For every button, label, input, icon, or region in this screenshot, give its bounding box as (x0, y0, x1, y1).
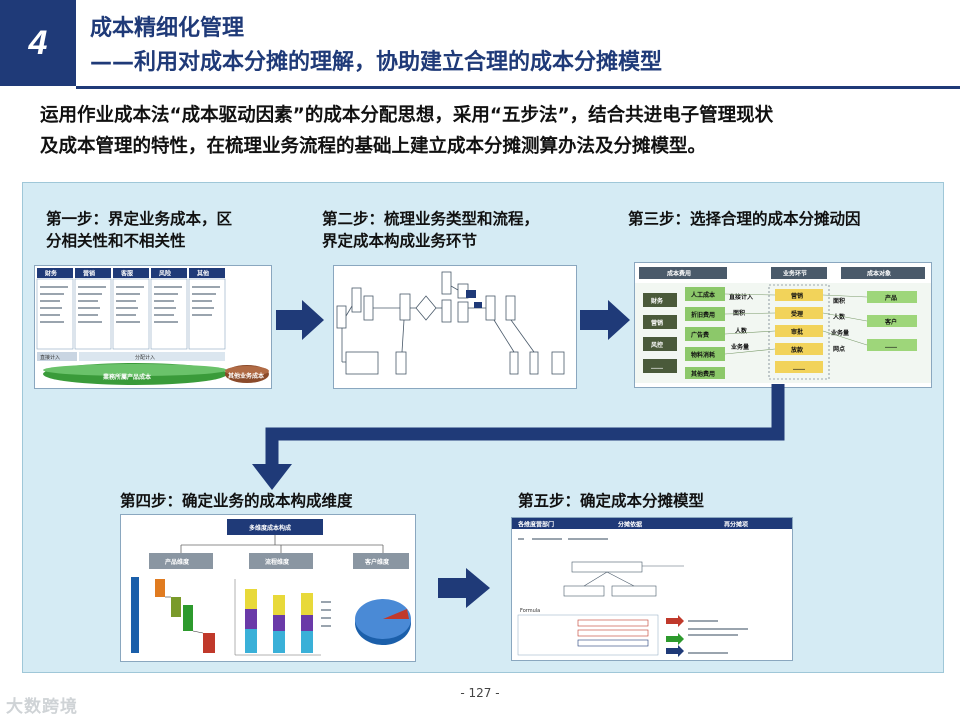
step-3-title: 第三步：选择合理的成本分摊动因 (628, 210, 861, 228)
left-item-1: 财务 (650, 297, 664, 305)
label-direct: 直接计入 (40, 354, 60, 361)
driver-4: 业务量 (731, 343, 749, 351)
object-2: 客户 (884, 318, 897, 326)
arrow-step3-to-step4 (252, 384, 785, 490)
step-2-diagram (333, 265, 577, 389)
label-other: 其他业务成本 (228, 372, 265, 380)
slide-subtitle: ——利用对成本分摊的理解，协助建立合理的成本分摊模型 (90, 50, 663, 75)
object-3: …… (885, 343, 897, 350)
step-5-title: 第五步：确定成本分摊模型 (518, 492, 705, 510)
intro-line-2: 及成本管理的特性，在梳理业务流程的基础上建立成本分摊测算办法及分摊模型。 (40, 136, 707, 157)
col-object: 成本对象 (867, 270, 891, 278)
arrow-step1-to-step2 (276, 300, 324, 340)
step-1-title-line-1: 第一步：界定业务成本，区 (46, 210, 233, 228)
col-finance: 财务 (44, 270, 58, 278)
t5-col3: 再分摊项 (724, 521, 748, 529)
link-4: 放款 (790, 346, 804, 354)
col-risk: 风险 (159, 270, 172, 278)
dim-customer: 客户维度 (364, 558, 390, 566)
col-service: 客服 (120, 270, 134, 278)
mid-item-5: 其他费用 (691, 370, 715, 378)
label-alloc: 分配计入 (135, 354, 155, 361)
link-5: …… (793, 365, 805, 372)
section-number-badge: 4 (0, 0, 76, 86)
left-item-4: …… (651, 364, 663, 371)
step-1-columns: 财务 营销 客服 风险 其他 (36, 268, 226, 350)
t5-col1: 各维度营部门 (517, 521, 554, 529)
driver2-1: 面积 (833, 297, 845, 305)
step-2-title-line-1: 第二步：梳理业务类型和流程， (322, 210, 540, 228)
col-cost: 成本费用 (667, 270, 691, 278)
object-1: 产品 (885, 294, 897, 302)
dim-title: 多维度成本构成 (249, 524, 291, 532)
step-1-title: 第一步：界定业务成本，区 分相关性和不相关性 (46, 208, 232, 252)
step-1-diagram: 财务 营销 客服 风险 其他 直接计入 分配计入 業務所屬产品成本 其他业务成本 (34, 265, 272, 389)
arrow-step2-to-step3 (580, 300, 630, 340)
link-2: 受理 (791, 310, 803, 318)
intro-line-1: 运用作业成本法“成本驱动因素”的成本分配思想，采用“五步法”，结合共进电子管理现… (40, 105, 774, 126)
t5-col2: 分摊依据 (618, 521, 642, 529)
step-2-title: 第二步：梳理业务类型和流程， 界定成本构成业务环节 (322, 208, 539, 252)
watermark: 大数跨境 (6, 697, 78, 717)
step-3-diagram: 成本费用 业务环节 成本对象 财务 营销 风控 …… 人工成本 折旧费用 广告费… (634, 262, 932, 388)
link-1: 营销 (791, 292, 803, 300)
t5-formula: Formula (520, 608, 540, 614)
driver-3: 人数 (735, 327, 748, 335)
link-3: 审批 (791, 328, 803, 336)
step-4-title: 第四步：确定业务的成本构成维度 (120, 492, 353, 510)
slide-title: 成本精细化管理 (90, 16, 245, 41)
left-item-2: 营销 (651, 319, 663, 327)
col-other: 其他 (197, 270, 209, 278)
page-number: - 127 - (460, 686, 500, 700)
arrow-step4-to-step5 (438, 568, 490, 608)
driver-2: 面积 (733, 309, 745, 317)
label-product: 業務所屬产品成本 (102, 373, 152, 381)
col-marketing: 营销 (83, 270, 95, 278)
driver-1: 直接计入 (729, 293, 753, 301)
step-1-text-lines (40, 286, 220, 323)
header-rule (76, 86, 960, 89)
step-5-diagram: 各维度营部门 分摊依据 再分摊项 Formula (511, 517, 793, 661)
mid-item-3: 广告费 (691, 331, 709, 339)
dim-process: 流程维度 (265, 558, 290, 566)
driver2-2: 人数 (833, 313, 846, 321)
col-link: 业务环节 (783, 270, 807, 278)
step-4-diagram: 多维度成本构成 产品维度 流程维度 客户维度 (120, 514, 416, 662)
step-1-title-line-2: 分相关性和不相关性 (46, 232, 186, 250)
driver2-3: 业务量 (831, 329, 849, 337)
driver2-4: 网点 (833, 345, 845, 353)
mid-item-1: 人工成本 (691, 291, 716, 299)
step-2-title-line-2: 界定成本构成业务环节 (322, 232, 478, 250)
mid-item-4: 物料消耗 (691, 351, 715, 359)
mid-item-2: 折旧费用 (691, 311, 715, 319)
left-item-3: 风控 (651, 341, 663, 349)
dim-product: 产品维度 (165, 558, 190, 566)
